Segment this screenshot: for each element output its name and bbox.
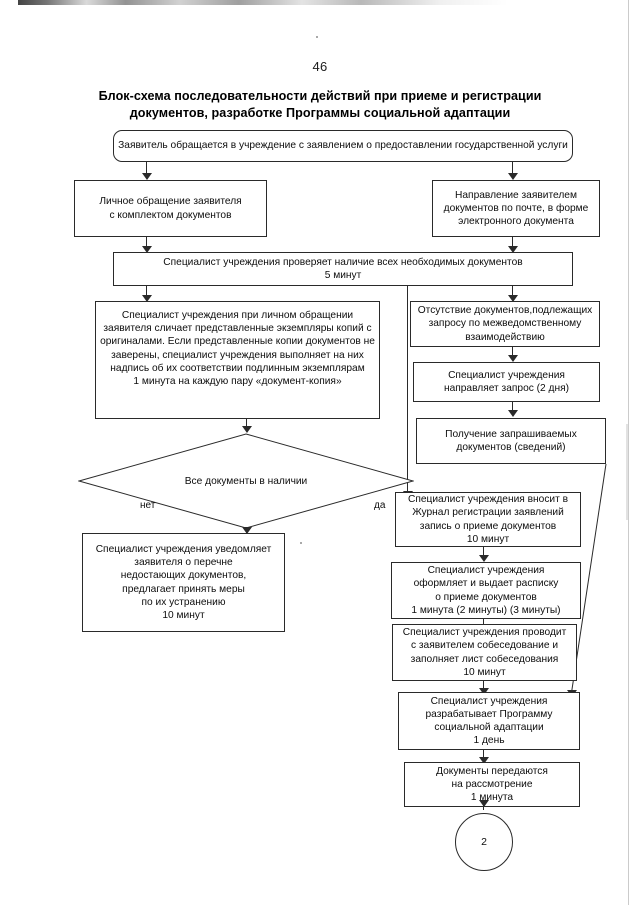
node-transfer-documents: Документы передаются на рассмотрение 1 м… (404, 762, 580, 807)
connector-start-to-mail (512, 162, 513, 176)
node-compare-copies-text: Специалист учреждения при личном обращен… (100, 310, 375, 388)
node-develop-program-text: Специалист учреждения разрабатывает Прог… (425, 695, 553, 747)
arrow-head (479, 757, 489, 764)
page-title: Блок-схема последовательности действий п… (98, 89, 542, 120)
node-issue-receipt-text: Специалист учреждения оформляет и выдает… (411, 565, 561, 616)
connector-personal-to-check (146, 237, 147, 250)
arrow-head (508, 173, 518, 180)
node-connector-2-text: 2 (481, 836, 487, 848)
node-notify-missing-text: Специалист учреждения уведомляет заявите… (95, 543, 272, 621)
node-transfer-documents-text: Документы передаются на рассмотрение 1 м… (436, 765, 548, 804)
node-check-documents: Специалист учреждения проверяет наличие … (113, 252, 573, 286)
node-start: Заявитель обращается в учреждение с заяв… (113, 130, 573, 162)
node-missing-interagency-text: Отсутствие документов,подлежащих запросу… (417, 305, 593, 343)
node-compare-copies: Специалист учреждения при личном обращен… (95, 301, 380, 419)
node-mail-submission-text: Направление заявителем документов по поч… (443, 189, 589, 228)
arrow-head (479, 800, 489, 807)
scan-speck (300, 542, 302, 544)
node-all-documents-present: Все документы в наличии (78, 433, 414, 529)
arrow-head (479, 555, 489, 562)
arrow-head (508, 410, 518, 417)
node-interview: Специалист учреждения проводит с заявите… (392, 624, 577, 681)
scan-artifact-right-edge (628, 0, 629, 905)
node-check-documents-text: Специалист учреждения проверяет наличие … (163, 256, 523, 281)
arrow-head (142, 295, 152, 302)
node-notify-missing: Специалист учреждения уведомляет заявите… (82, 533, 285, 632)
node-issue-receipt: Специалист учреждения оформляет и выдает… (391, 562, 581, 619)
connector-register-to-receipt (483, 547, 484, 559)
scan-artifact-right-edge-2 (626, 424, 628, 520)
arrow-head (508, 246, 518, 253)
connector-mail-to-check (512, 237, 513, 250)
connector-check-to-missing (512, 286, 513, 298)
node-send-request-text: Специалист учреждения направляет запрос … (443, 369, 570, 394)
node-develop-program: Специалист учреждения разрабатывает Прог… (398, 692, 580, 750)
scan-speck (316, 36, 318, 38)
edge-label-yes: да (374, 500, 386, 511)
node-missing-interagency: Отсутствие документов,подлежащих запросу… (410, 301, 600, 347)
node-start-text: Заявитель обращается в учреждение с заяв… (118, 140, 568, 152)
node-personal-visit: Личное обращение заявителя с комплектом … (74, 180, 267, 237)
connector-start-to-personal (146, 162, 147, 176)
edge-label-no: нет (140, 500, 156, 511)
connector-check-spine-to-register (407, 286, 408, 495)
arrow-head (242, 527, 252, 534)
node-register-journal-text: Специалист учреждения вносит в Журнал ре… (407, 494, 569, 545)
arrow-head (508, 355, 518, 362)
node-register-journal: Специалист учреждения вносит в Журнал ре… (395, 492, 581, 547)
node-connector-2: 2 (455, 813, 513, 871)
node-personal-visit-text: Личное обращение заявителя с комплектом … (99, 196, 242, 221)
arrow-head (508, 295, 518, 302)
page-number: 46 (312, 59, 328, 74)
node-receive-documents-text: Получение запрашиваемых документов (свед… (445, 428, 577, 453)
arrow-head (142, 246, 152, 253)
connector-program-to-transfer (483, 750, 484, 762)
arrow-head (242, 426, 252, 433)
node-all-documents-present-text: Все документы в наличии (184, 475, 308, 487)
arrow-head (479, 688, 489, 695)
node-mail-submission: Направление заявителем документов по поч… (432, 180, 600, 237)
connector-missing-to-request (512, 347, 513, 358)
scan-artifact-top (18, 0, 508, 5)
connector-check-to-compare (146, 286, 147, 298)
connector-compare-to-decision (246, 419, 247, 429)
connector-request-to-receive (512, 402, 513, 414)
node-interview-text: Специалист учреждения проводит с заявите… (402, 627, 567, 678)
connector-interview-to-program (483, 681, 484, 692)
arrow-head (142, 173, 152, 180)
node-receive-documents: Получение запрашиваемых документов (свед… (416, 418, 606, 464)
node-send-request: Специалист учреждения направляет запрос … (413, 362, 600, 402)
